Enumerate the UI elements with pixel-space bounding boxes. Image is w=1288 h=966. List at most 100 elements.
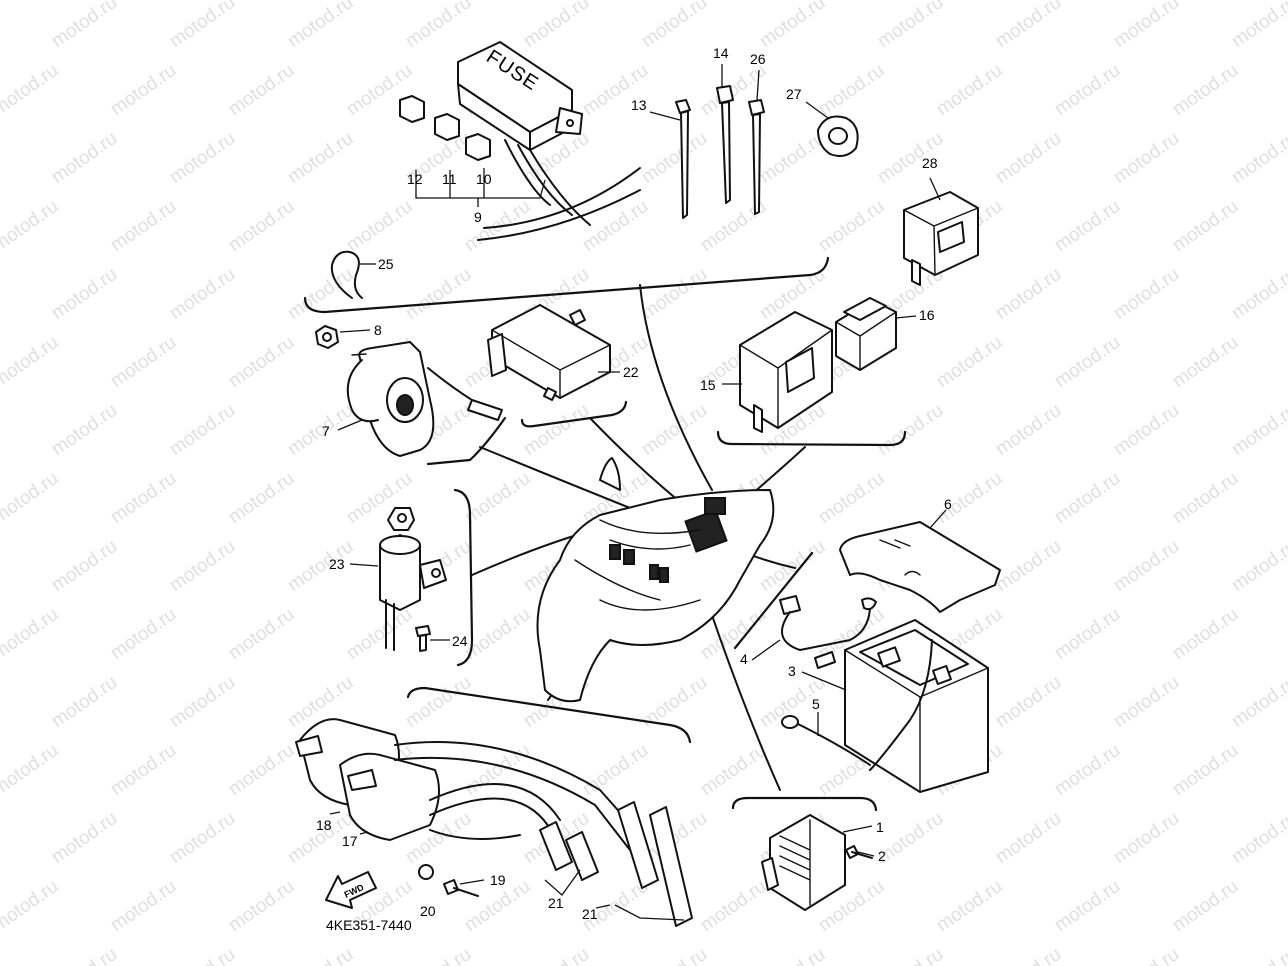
callout-3: 3 bbox=[788, 663, 796, 679]
callout-9: 9 bbox=[474, 209, 482, 225]
watermark-text: motod.ru bbox=[0, 0, 3, 52]
watermark-text: motod.ru bbox=[1169, 468, 1242, 528]
ignition-coils bbox=[295, 718, 693, 927]
screw-24 bbox=[415, 625, 431, 652]
watermark-text: motod.ru bbox=[107, 876, 180, 936]
watermark-text: motod.ru bbox=[284, 128, 357, 188]
watermark-text: motod.ru bbox=[343, 604, 416, 664]
cable-ties bbox=[675, 85, 765, 219]
watermark-text: motod.ru bbox=[107, 468, 180, 528]
watermark-text: motod.ru bbox=[1051, 604, 1124, 664]
watermark-text: motod.ru bbox=[166, 536, 239, 596]
callout-20: 20 bbox=[420, 903, 436, 919]
watermark-text: motod.ru bbox=[0, 332, 62, 392]
watermark-text: motod.ru bbox=[107, 332, 180, 392]
watermark-text: motod.ru bbox=[0, 60, 62, 120]
watermark-text: motod.ru bbox=[284, 944, 357, 966]
watermark-text: motod.ru bbox=[402, 264, 475, 324]
watermark-text: motod.ru bbox=[756, 0, 829, 52]
coil-group-bracket bbox=[406, 686, 692, 744]
watermark-text: motod.ru bbox=[638, 128, 711, 188]
callout-10: 10 bbox=[476, 171, 492, 187]
watermark-text: motod.ru bbox=[579, 740, 652, 800]
bolt-19 bbox=[443, 879, 479, 897]
watermark-text: motod.ru bbox=[284, 400, 357, 460]
bolt-2 bbox=[845, 845, 873, 859]
watermark-text: motod.ru bbox=[638, 264, 711, 324]
watermark-text: motod.ru bbox=[638, 400, 711, 460]
watermark-text: motod.ru bbox=[992, 128, 1065, 188]
watermark-text: motod.ru bbox=[1228, 944, 1288, 966]
group-brackets bbox=[303, 256, 907, 812]
watermark-text: motod.ru bbox=[1051, 876, 1124, 936]
watermark-text: motod.ru bbox=[48, 0, 121, 52]
watermark-text: motod.ru bbox=[756, 536, 829, 596]
watermark-text: motod.ru bbox=[225, 740, 298, 800]
watermark-text: motod.ru bbox=[284, 536, 357, 596]
horn-7 bbox=[346, 341, 503, 457]
watermark-text: motod.ru bbox=[0, 264, 3, 324]
battery-3 bbox=[844, 619, 989, 793]
watermark-text: motod.ru bbox=[166, 400, 239, 460]
watermark-text: motod.ru bbox=[1110, 0, 1183, 52]
watermark-text: motod.ru bbox=[1169, 740, 1242, 800]
watermark-text: motod.ru bbox=[0, 468, 62, 528]
callout-4: 4 bbox=[740, 651, 748, 667]
callout-7: 7 bbox=[322, 423, 330, 439]
watermark-text: motod.ru bbox=[107, 740, 180, 800]
watermark-text: motod.ru bbox=[1110, 672, 1183, 732]
watermark-text: motod.ru bbox=[638, 672, 711, 732]
watermark-text: motod.ru bbox=[225, 876, 298, 936]
ecu-group-bracket bbox=[520, 400, 628, 428]
watermark-text: motod.ru bbox=[1051, 468, 1124, 528]
watermark-text: motod.ru bbox=[874, 944, 947, 966]
watermark-text: motod.ru bbox=[1110, 536, 1183, 596]
relay-28 bbox=[903, 191, 979, 286]
callout-11: 11 bbox=[442, 171, 457, 187]
callout-25: 25 bbox=[378, 256, 394, 272]
watermark-text: motod.ru bbox=[1228, 264, 1288, 324]
callout-21a: 21 bbox=[548, 895, 564, 911]
callout-24: 24 bbox=[452, 633, 468, 649]
battery-group-bracket bbox=[733, 551, 814, 650]
clip-25 bbox=[330, 250, 363, 299]
ignition-switch-23 bbox=[379, 507, 447, 651]
watermark-text: motod.ru bbox=[0, 400, 3, 460]
watermark-text: motod.ru bbox=[166, 808, 239, 868]
fwd-arrow: FWD bbox=[325, 871, 377, 909]
watermark-text: motod.ru bbox=[0, 808, 3, 868]
top-group-bracket bbox=[303, 256, 830, 314]
callout-6: 6 bbox=[944, 496, 952, 512]
watermark-text: motod.ru bbox=[166, 0, 239, 52]
callout-15: 15 bbox=[700, 377, 716, 393]
watermark-text: motod.ru bbox=[1169, 196, 1242, 256]
watermark-text: motod.ru bbox=[520, 400, 593, 460]
watermark-text: motod.ru bbox=[0, 944, 3, 966]
callout-5: 5 bbox=[812, 696, 820, 712]
callout-26: 26 bbox=[750, 51, 766, 67]
callout-2: 2 bbox=[878, 848, 886, 864]
watermark-text: motod.ru bbox=[933, 332, 1006, 392]
watermark-text: motod.ru bbox=[48, 536, 121, 596]
watermark-text: motod.ru bbox=[402, 0, 475, 52]
lead-top bbox=[639, 284, 713, 491]
watermark-text: motod.ru bbox=[697, 876, 770, 936]
watermark-text: motod.ru bbox=[815, 60, 888, 120]
watermark-text: motod.ru bbox=[166, 944, 239, 966]
callout-16: 16 bbox=[919, 307, 935, 323]
watermark-text: motod.ru bbox=[638, 0, 711, 52]
ignition-group-bracket bbox=[453, 488, 474, 667]
watermark-text: motod.ru bbox=[0, 740, 62, 800]
watermark-text: motod.ru bbox=[1228, 0, 1288, 52]
seat-cover-6 bbox=[839, 521, 1001, 613]
watermark-text: motod.ru bbox=[48, 400, 121, 460]
callout-13: 13 bbox=[631, 97, 647, 113]
watermark-text: motod.ru bbox=[992, 264, 1065, 324]
clamp bbox=[817, 115, 859, 157]
watermark-text: motod.ru bbox=[1110, 264, 1183, 324]
watermark-text: motod.ru bbox=[933, 876, 1006, 936]
fuse-box: FUSE bbox=[457, 41, 641, 241]
watermark-text: motod.ru bbox=[697, 740, 770, 800]
relay-15 bbox=[739, 311, 833, 433]
